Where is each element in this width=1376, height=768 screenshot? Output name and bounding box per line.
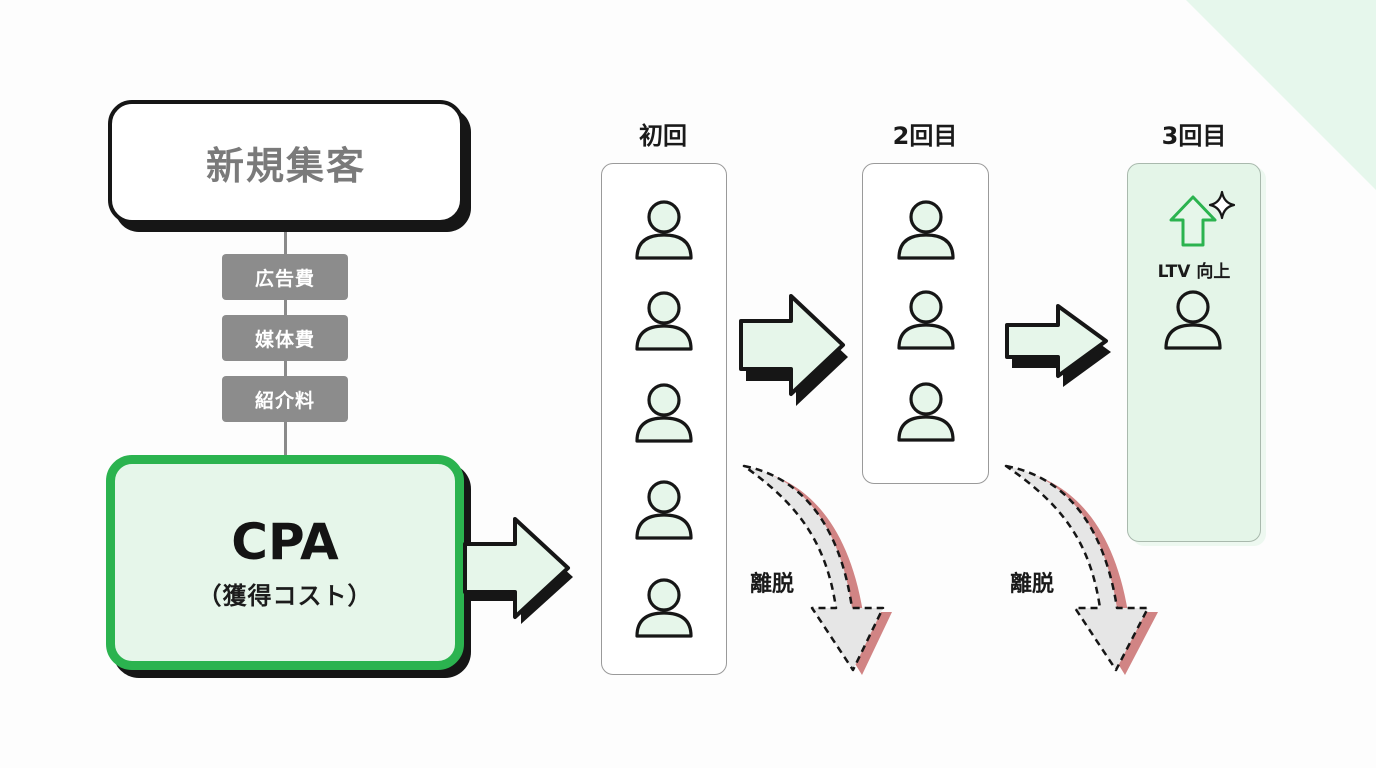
cost-tag-ad: 広告費 (222, 254, 348, 300)
cpa-box: CPA （獲得コスト） (106, 455, 464, 670)
stage-arrow-1-to-2 (739, 294, 848, 406)
person-icon (635, 578, 693, 638)
person-icon (897, 382, 955, 442)
person-icon (635, 383, 693, 443)
churn-label-first: 離脱 (750, 572, 795, 597)
cost-tag-media: 媒体費 (222, 315, 348, 361)
person-icon (635, 480, 693, 540)
person-icon (897, 290, 955, 350)
stage-label-second: 2回目 (892, 122, 958, 150)
stage-label-first: 初回 (639, 122, 687, 150)
sparkle-icon (1208, 190, 1236, 220)
churn-arrow-icon (742, 464, 892, 675)
new-customer-label: 新規集客 (205, 143, 366, 188)
person-icon (635, 200, 693, 260)
person-icon (1164, 290, 1222, 350)
churn-arrow-icon (1004, 464, 1158, 675)
person-icon (897, 200, 955, 260)
person-icon (635, 291, 693, 351)
new-customer-box: 新規集客 (108, 100, 464, 224)
churn-label-second: 離脱 (1010, 572, 1055, 597)
cpa-subtitle: （獲得コスト） (197, 581, 373, 610)
corner-decoration (1186, 0, 1376, 190)
ltv-label: LTV 向上 (1157, 262, 1231, 282)
cpa-flow-arrow (463, 517, 573, 624)
cpa-title: CPA (231, 512, 339, 571)
stage-arrow-2-to-3 (1005, 304, 1111, 387)
stage-label-third: 3回目 (1161, 122, 1227, 150)
ltv-up-arrow-icon (1169, 195, 1217, 247)
cost-tag-referral: 紹介料 (222, 376, 348, 422)
